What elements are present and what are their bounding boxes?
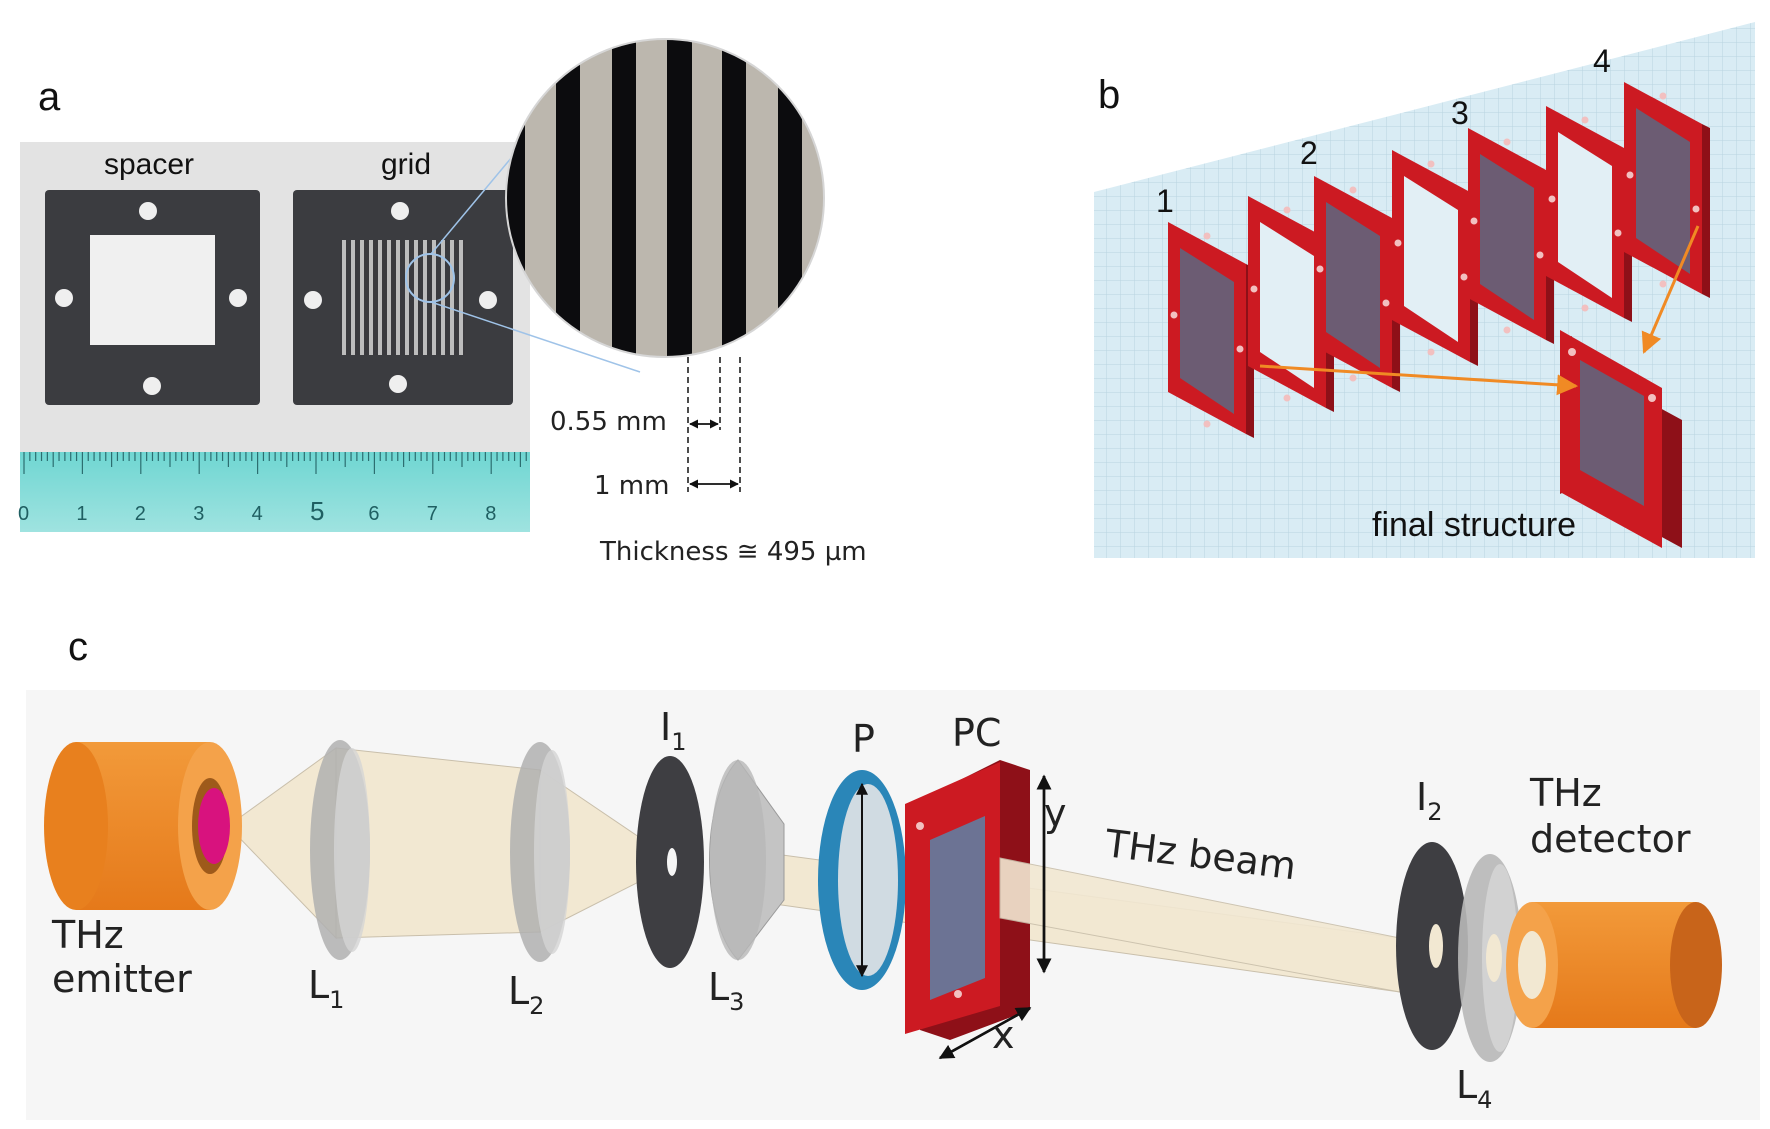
plate-hole <box>1170 311 1178 319</box>
plate-hole <box>1581 304 1589 312</box>
panel-b: b 1 2 3 4 final structure <box>1094 22 1755 558</box>
spacer-part <box>45 190 260 405</box>
plate-hole <box>1394 239 1402 247</box>
final-structure-label: final structure <box>1372 506 1576 544</box>
ruler-tick-label: 1 <box>76 503 87 525</box>
plate-hole <box>1427 160 1435 168</box>
emitter-label-line2: emitter <box>52 957 192 1001</box>
plate-hole <box>1460 273 1468 281</box>
photonic-crystal-pc <box>905 760 1030 1040</box>
ruler-tick-label: 4 <box>252 503 263 525</box>
plate-hole <box>1614 229 1622 237</box>
label-l2: L2 <box>508 969 544 1020</box>
panel-c-letter: c <box>68 625 88 669</box>
polarizer-p <box>818 770 906 990</box>
lens-l4 <box>1458 854 1522 1062</box>
grid-area <box>1180 248 1234 414</box>
thz-emitter <box>44 742 242 910</box>
layer-label-3: 3 <box>1451 95 1469 131</box>
grid-label: grid <box>381 148 431 181</box>
label-i2: I2 <box>1416 775 1443 826</box>
label-l1: L1 <box>308 963 344 1014</box>
ruler-tick-label: 5 <box>310 496 324 526</box>
lens-l2 <box>510 742 570 962</box>
plate-hole <box>1626 171 1634 179</box>
plate-hole <box>1250 285 1258 293</box>
ruler: 0 1 2 3 4 5 6 7 8 <box>18 452 530 532</box>
plate-edge <box>1702 124 1710 298</box>
assembly-arrow-4 <box>1641 225 1700 354</box>
plate-hole <box>1503 138 1511 146</box>
lens-l3 <box>709 759 785 961</box>
iris-i1 <box>636 756 704 968</box>
ruler-tick-label: 8 <box>485 503 496 525</box>
label-l3: L3 <box>708 965 744 1016</box>
plate-hole <box>1548 195 1556 203</box>
thickness-label: Thickness ≅ 495 µm <box>599 537 867 567</box>
x-axis-label: x <box>992 1013 1015 1057</box>
plate-hole <box>1203 232 1211 240</box>
dimension-markers <box>687 357 741 492</box>
iris-i2 <box>1396 842 1468 1050</box>
spacer-label: spacer <box>104 148 194 181</box>
detector-label-line2: detector <box>1530 817 1691 861</box>
ruler-tick-label: 6 <box>368 503 379 525</box>
plate-hole <box>1536 251 1544 259</box>
label-pc: PC <box>952 711 1001 755</box>
plate-hole <box>1470 217 1478 225</box>
zoom-region-marker <box>405 253 455 303</box>
label-p: P <box>852 717 875 761</box>
plate-hole <box>1349 186 1357 194</box>
panel-a: a spacer grid 0 1 2 3 4 5 6 7 <box>18 38 867 567</box>
plate-hole <box>1203 420 1211 428</box>
spacer-opening <box>1260 222 1314 388</box>
grid-part <box>293 190 513 405</box>
layer-label-4: 4 <box>1593 43 1611 79</box>
plate-hole <box>1236 345 1244 353</box>
plate-hole <box>1316 265 1324 273</box>
assembly-arrow-1 <box>1259 364 1579 396</box>
ruler-tick-label: 0 <box>18 503 29 525</box>
ruler-tick-label: 7 <box>427 503 438 525</box>
final-structure <box>1560 330 1682 548</box>
panel-c: c <box>26 625 1760 1120</box>
grid-area <box>1326 202 1380 368</box>
grid-area <box>1480 154 1534 320</box>
emitter-label-line1: THz <box>51 913 124 957</box>
plate-hole <box>1503 326 1511 334</box>
ruler-tick-label: 2 <box>135 503 146 525</box>
spacer-opening <box>1558 132 1612 298</box>
zoom-line-bottom <box>430 301 641 373</box>
plate-hole <box>1283 206 1291 214</box>
emitter-tip <box>198 788 230 864</box>
panel-b-letter: b <box>1098 73 1120 117</box>
layer-plates <box>1168 82 1710 438</box>
thz-detector <box>1506 902 1722 1028</box>
dim-large-label: 1 mm <box>594 471 669 501</box>
zoom-circle <box>505 38 825 358</box>
ruler-tick-label: 3 <box>193 503 204 525</box>
panel-a-letter: a <box>38 75 61 119</box>
detector-label-line1: THz <box>1529 771 1602 815</box>
plate-hole <box>1427 348 1435 356</box>
plate-hole <box>1382 299 1390 307</box>
plate-hole <box>1659 280 1667 288</box>
label-l4: L4 <box>1456 1063 1492 1114</box>
y-axis-label: y <box>1044 791 1067 835</box>
plate-hole <box>1692 205 1700 213</box>
spacer-opening <box>1404 176 1458 342</box>
grid-area <box>1636 108 1690 274</box>
lens-l1 <box>310 740 370 960</box>
dim-small-label: 0.55 mm <box>550 407 667 437</box>
plate-hole <box>1283 394 1291 402</box>
plate-hole <box>1659 92 1667 100</box>
layer-label-2: 2 <box>1300 135 1318 171</box>
label-i1: I1 <box>660 705 687 756</box>
plate-hole <box>1581 116 1589 124</box>
plate-hole <box>1349 374 1357 382</box>
layer-label-1: 1 <box>1156 183 1174 219</box>
